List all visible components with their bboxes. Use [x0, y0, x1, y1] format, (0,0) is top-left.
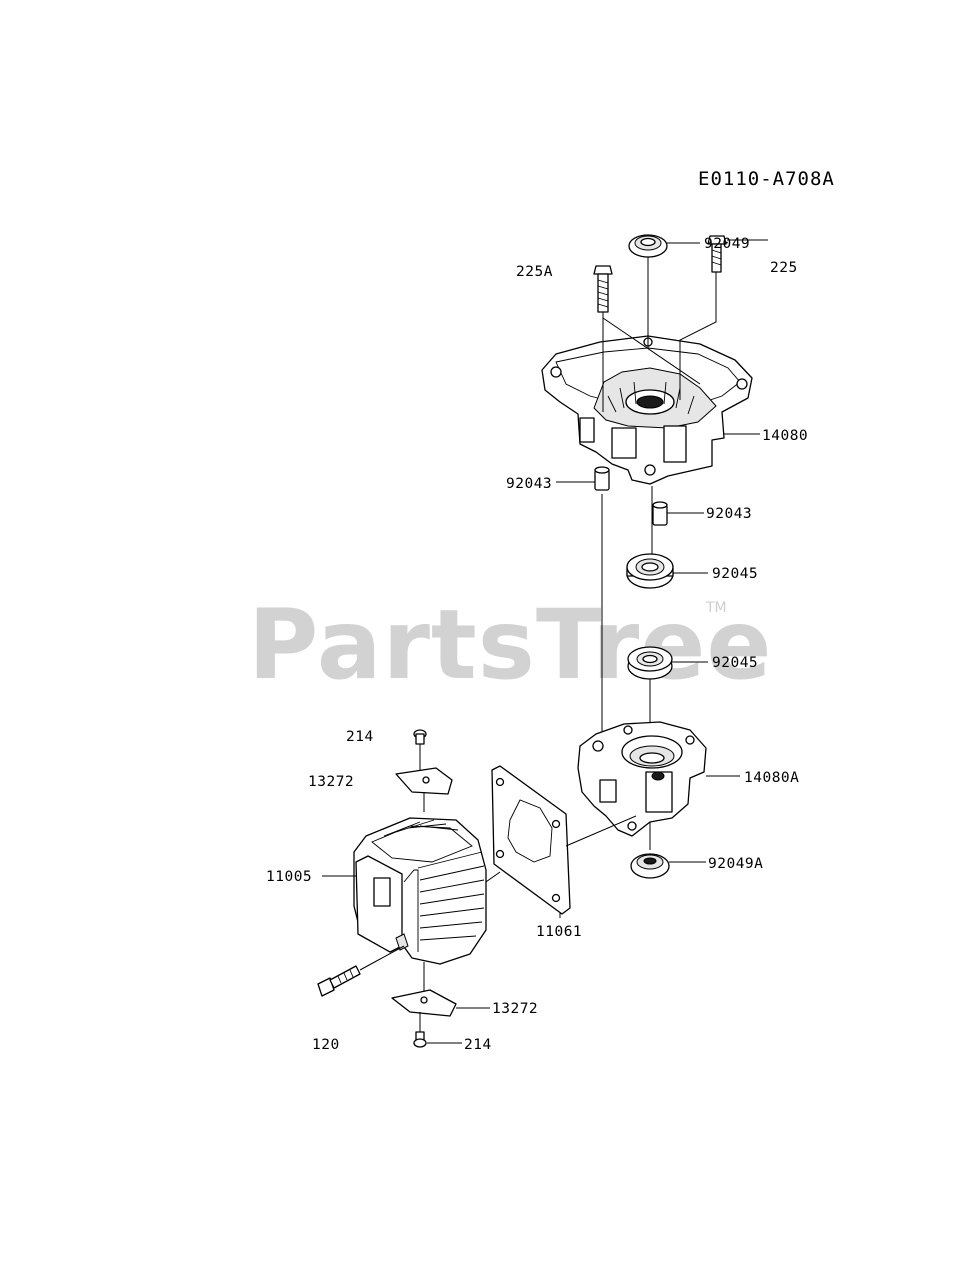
callout-13272-bottom[interactable]: 13272 [492, 1001, 538, 1017]
watermark-trademark: TM [705, 600, 727, 616]
part-13272-plate-top[interactable] [395, 767, 453, 812]
part-92049-oil-seal[interactable] [628, 234, 700, 258]
callout-92049A[interactable]: 92049A [708, 856, 763, 872]
callout-225[interactable]: 225 [770, 260, 798, 276]
part-92043-pin-right[interactable] [652, 501, 704, 526]
callout-214-bottom[interactable]: 214 [464, 1037, 492, 1053]
part-214-screw-bottom[interactable] [413, 1012, 462, 1048]
callout-92045-lower[interactable]: 92045 [712, 655, 758, 671]
callout-13272-top[interactable]: 13272 [308, 774, 354, 790]
callout-92043-left[interactable]: 92043 [506, 476, 552, 492]
part-92043-pin-left[interactable] [556, 466, 610, 491]
leader-225A-diag [602, 317, 701, 385]
callout-225A[interactable]: 225A [516, 264, 553, 280]
part-225A-bolt[interactable] [593, 265, 613, 313]
callout-11005[interactable]: 11005 [266, 869, 312, 885]
leader-gasket-crankcase [565, 815, 637, 847]
callout-92045-upper[interactable]: 92045 [712, 566, 758, 582]
callout-92049[interactable]: 92049 [704, 236, 750, 252]
callout-92043-right[interactable]: 92043 [706, 506, 752, 522]
callout-14080A[interactable]: 14080A [744, 770, 799, 786]
part-11061-gasket[interactable] [491, 765, 571, 918]
callout-11061[interactable]: 11061 [536, 924, 582, 940]
callout-14080[interactable]: 14080 [762, 428, 808, 444]
diagram-code: E0110-A708A [698, 168, 835, 190]
part-92049A-oil-seal[interactable] [630, 822, 706, 879]
part-92045-bearing-lower[interactable] [627, 646, 708, 680]
watermark: PartsTree [248, 589, 772, 701]
part-11005-cylinder[interactable] [322, 817, 487, 965]
part-14080A-crankcase[interactable] [577, 721, 740, 837]
part-14080-crankcase[interactable] [541, 335, 760, 485]
part-13272-plate-bottom[interactable] [391, 962, 490, 1017]
callout-214-top[interactable]: 214 [346, 729, 374, 745]
part-92045-bearing-upper[interactable] [626, 553, 708, 589]
part-120-bolt[interactable] [317, 945, 405, 997]
part-214-screw-top[interactable] [413, 729, 427, 770]
callout-120[interactable]: 120 [312, 1037, 340, 1053]
